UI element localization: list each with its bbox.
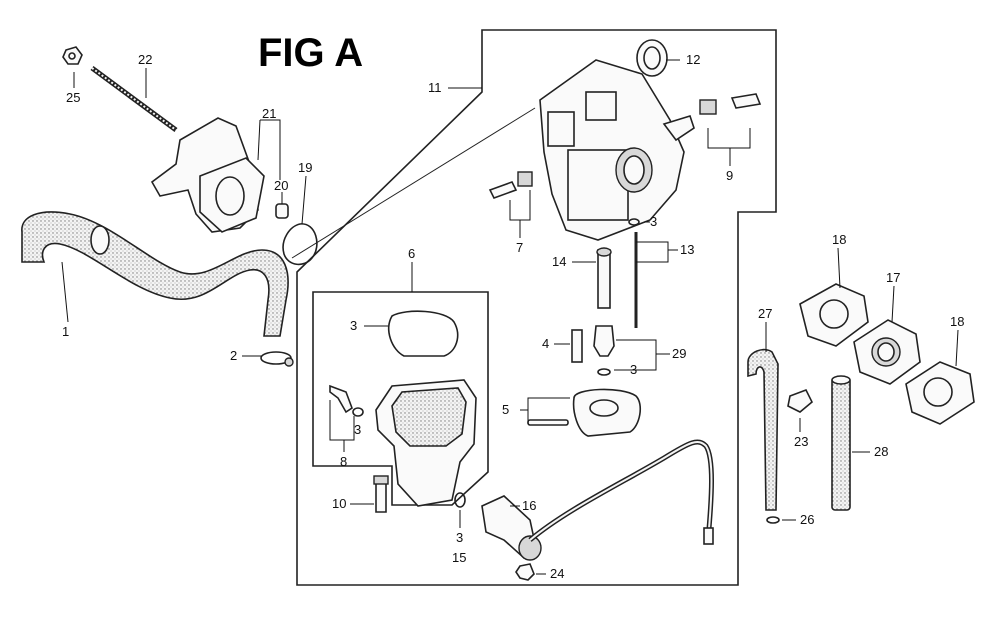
breather-tube-28-top (831, 375, 851, 385)
gasket-19 (282, 223, 318, 266)
callout-21: 21 (262, 106, 276, 121)
callout-17: 17 (886, 270, 900, 285)
pilot-spring-9 (699, 99, 717, 115)
callout-4: 4 (542, 336, 549, 351)
gasket-18-upper-hole (819, 299, 849, 329)
clamp-2-ear (284, 357, 294, 367)
callout-10: 10 (332, 496, 346, 511)
carburetor-venturi-inner (623, 155, 645, 185)
nut-25 (62, 46, 83, 65)
solenoid-lead-16 (528, 439, 714, 542)
callout-25: 25 (66, 90, 80, 105)
callout-12: 12 (686, 52, 700, 67)
screw-24 (515, 563, 535, 581)
insulator-17-hole-inner (877, 342, 895, 362)
callout-24: 24 (550, 566, 564, 581)
o-ring-3-drain (352, 407, 364, 417)
carburetor-boss-b (585, 91, 617, 121)
bolt-10-head (373, 475, 389, 485)
callout-5: 5 (502, 402, 509, 417)
drain-screw-8 (329, 384, 353, 414)
clip-26 (766, 516, 780, 524)
callout-26: 26 (800, 512, 814, 527)
callout-3-washer: 3 (456, 530, 463, 545)
callout-8: 8 (340, 454, 347, 469)
o-ring-3-upper (628, 218, 640, 226)
float-chamber-bowl (391, 387, 467, 447)
main-jet-29 (593, 325, 615, 357)
leader-19-to-box (291, 107, 536, 259)
intake-flange-21 (199, 157, 265, 233)
cap-12 (636, 39, 668, 77)
callout-18-upper: 18 (832, 232, 846, 247)
callout-1: 1 (62, 324, 69, 339)
float-pin-5 (527, 419, 569, 426)
callout-29: 29 (672, 346, 686, 361)
callout-3-drain: 3 (354, 422, 361, 437)
breather-tube-28 (831, 377, 851, 511)
float-5-hole (589, 399, 619, 417)
clip-23 (787, 388, 813, 413)
callout-16: 16 (522, 498, 536, 513)
callout-3-upper: 3 (650, 214, 657, 229)
hose-1 (21, 211, 289, 337)
main-nozzle-14 (597, 249, 611, 309)
o-ring-3-jet (597, 368, 611, 376)
intake-port-21 (215, 176, 245, 216)
solenoid-16-end (518, 535, 542, 561)
collar-20 (275, 203, 289, 219)
callout-20: 20 (274, 178, 288, 193)
callout-13: 13 (680, 242, 694, 257)
leader-lines (61, 59, 959, 575)
figure-title: FIG A (258, 31, 363, 75)
gasket-18-upper (799, 283, 869, 347)
callout-15: 15 (452, 550, 466, 565)
nut-25-hole (68, 52, 76, 60)
main-nozzle-14-top (596, 247, 612, 257)
carburetor-boss-a (547, 111, 575, 147)
callout-27: 27 (758, 306, 772, 321)
callout-labels: 22 25 21 20 19 1 2 11 12 9 7 3 13 14 6 3… (62, 52, 964, 581)
fuel-tube-27 (747, 348, 779, 511)
solenoid-terminal-16 (703, 527, 714, 545)
stud-bolt-22-core (91, 67, 177, 131)
callout-19: 19 (298, 160, 312, 175)
callout-18-lower: 18 (950, 314, 964, 329)
callout-7: 7 (516, 240, 523, 255)
callout-9: 9 (726, 168, 733, 183)
callout-2: 2 (230, 348, 237, 363)
hose-1-end (90, 225, 110, 255)
callout-3-jet: 3 (630, 362, 637, 377)
slow-jet-4 (571, 329, 583, 363)
solenoid-lead-16-core (529, 441, 713, 541)
cap-12-inner (643, 46, 661, 70)
throttle-stop-spring-7 (517, 171, 533, 187)
washer-3-15 (454, 492, 466, 508)
callout-3-gasket: 3 (350, 318, 357, 333)
callout-14: 14 (552, 254, 566, 269)
callout-23: 23 (794, 434, 808, 449)
throttle-stop-screw-7 (488, 181, 518, 199)
throttle-lever-11 (662, 115, 695, 142)
callout-22: 22 (138, 52, 152, 67)
pilot-screw-9 (730, 93, 762, 109)
assembly-outline-11 (296, 29, 777, 586)
float-chamber-gasket-3 (388, 310, 459, 357)
callout-6: 6 (408, 246, 415, 261)
gasket-18-lower-hole (923, 377, 953, 407)
callout-11: 11 (428, 80, 442, 95)
callout-28: 28 (874, 444, 888, 459)
bolt-10 (375, 479, 387, 513)
gasket-18-lower (905, 361, 975, 425)
float-5 (572, 388, 642, 437)
